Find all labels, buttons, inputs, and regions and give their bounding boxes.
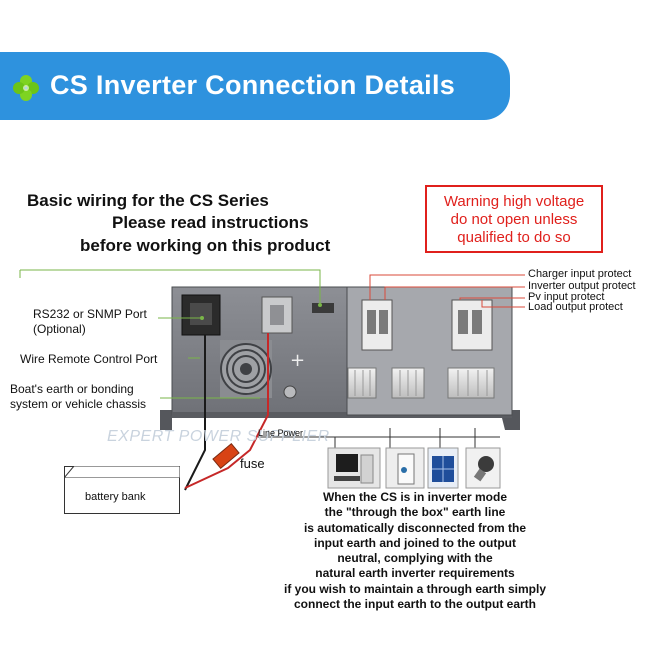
fuse xyxy=(212,442,240,470)
svg-text:+: + xyxy=(290,350,305,371)
note-line-8: connect the input earth to the output ea… xyxy=(294,597,536,612)
note-line-6: natural earth inverter requirements xyxy=(315,566,515,581)
callout-rs232-optional: (Optional) xyxy=(33,322,86,336)
note-line-1: When the CS is in inverter mode xyxy=(322,490,508,504)
line-power-label: Line Power xyxy=(258,428,304,438)
callout-rs232-port: RS232 or SNMP Port xyxy=(33,307,147,321)
title-banner: CS Inverter Connection Details xyxy=(0,52,510,120)
dc-wiring xyxy=(184,333,269,491)
callout-load-output: Load output protect xyxy=(528,301,623,313)
page-title: CS Inverter Connection Details xyxy=(50,70,456,100)
battery-label: battery bank xyxy=(85,491,146,503)
note-line-4: input earth and joined to the output xyxy=(314,535,516,550)
battery-lid xyxy=(64,466,180,478)
watermark: EXPERT POWER SUPPLIER xyxy=(107,428,330,445)
callout-earth-line-1: Boat's earth or bonding xyxy=(10,382,134,396)
warning-box: Warning high voltage do not open unless … xyxy=(425,185,603,253)
warning-line-1: Warning high voltage xyxy=(443,193,585,210)
heading-line-1: Basic wiring for the CS Series xyxy=(27,191,269,210)
earth-notes: When the CS is in inverter mode the "thr… xyxy=(270,490,560,612)
note-line-2: the "through the box" earth line xyxy=(324,505,506,520)
solar-panel-icon xyxy=(427,447,459,489)
heading-line-3: before working on this product xyxy=(80,236,331,255)
inverter-unit: + xyxy=(160,286,520,430)
appliance-icon xyxy=(385,447,425,489)
note-line-7: if you wish to maintain a through earth … xyxy=(283,581,547,596)
ac-wiring xyxy=(258,428,500,448)
left-callout-lines xyxy=(19,269,321,399)
computer-icon xyxy=(327,447,381,489)
note-line-5: neutral, complying with the xyxy=(337,551,493,566)
warning-line-2: do not open unless xyxy=(450,211,578,228)
callout-pv-input: Pv input protect xyxy=(528,291,605,303)
warning-line-3: qualified to do so xyxy=(457,229,571,246)
clover-icon xyxy=(13,75,39,101)
note-line-3: is automatically disconnected from the xyxy=(303,520,527,535)
lightbulb-icon xyxy=(465,447,501,489)
right-callout-lines xyxy=(369,274,525,308)
callout-remote-control-port: Wire Remote Control Port xyxy=(20,352,158,366)
connector-dots xyxy=(200,303,322,320)
callout-inverter-output: Inverter output protect xyxy=(528,280,636,292)
callout-charger-input: Charger input protect xyxy=(528,268,632,280)
fuse-label: fuse xyxy=(240,456,265,471)
heading-line-2: Please read instructions xyxy=(112,213,309,232)
callout-earth-line-2: system or vehicle chassis xyxy=(10,397,147,411)
